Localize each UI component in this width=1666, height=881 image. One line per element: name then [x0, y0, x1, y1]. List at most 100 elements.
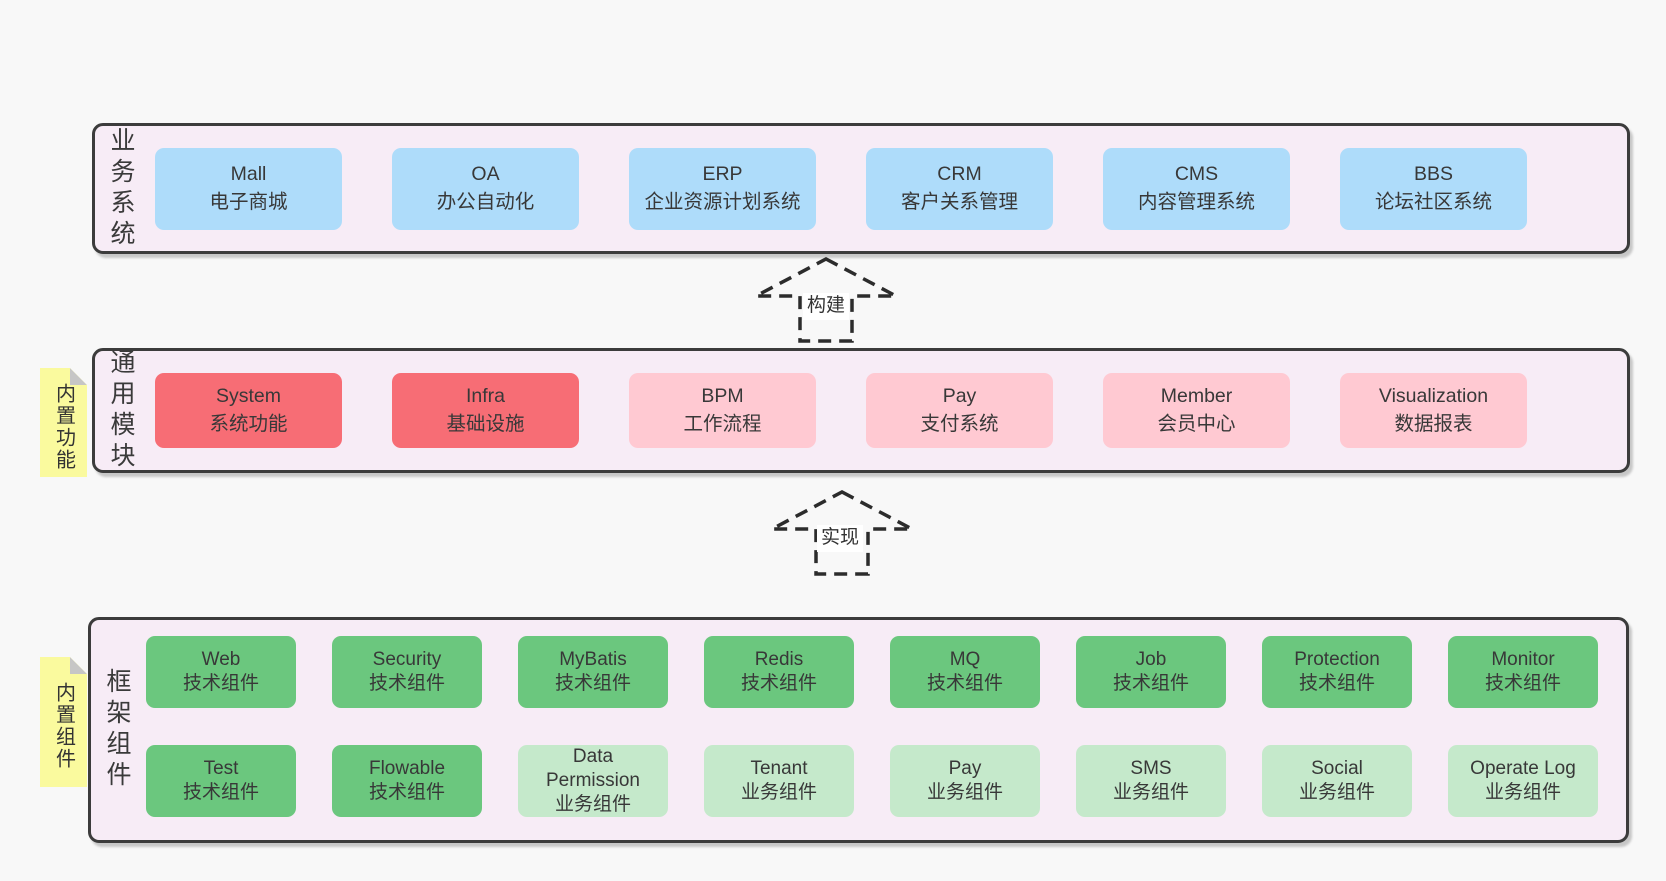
box-social: Social 业务组件 — [1262, 745, 1412, 817]
box-subtitle: 论坛社区系统 — [1374, 190, 1492, 213]
box-infra: Infra 基础设施 — [392, 373, 579, 448]
box-subtitle: 业务组件 — [926, 782, 1003, 803]
layer-business-label: 业务系统 — [107, 126, 135, 251]
box-title: Pay — [942, 384, 977, 407]
box-title: Job — [1135, 649, 1167, 671]
box-title: Protection — [1294, 649, 1380, 671]
box-mall: Mall 电子商城 — [155, 147, 342, 230]
components-row-2: Test 技术组件 Flowable 技术组件 Data Permission … — [146, 745, 1598, 817]
dashed-up-arrow-icon — [771, 490, 913, 576]
box-member: Member 会员中心 — [1103, 373, 1290, 448]
box-bbs: BBS 论坛社区系统 — [1340, 147, 1527, 230]
layer-business-systems: 业务系统 Mall 电子商城 OA 办公自动化 ERP 企业资源计划系统 CRM… — [92, 123, 1630, 254]
implement-arrow-icon — [766, 488, 918, 578]
box-subtitle: 内容管理系统 — [1137, 190, 1255, 213]
box-subtitle: 技术组件 — [182, 673, 259, 694]
builtin-functions-tag-label: 内置功能 — [52, 382, 75, 471]
box-data-permission: Data Permission 业务组件 — [518, 745, 668, 817]
box-title: BPM — [701, 384, 744, 407]
box-sms: SMS 业务组件 — [1076, 745, 1226, 817]
dashed-up-arrow-icon — [755, 257, 897, 343]
box-title: SMS — [1130, 758, 1172, 780]
box-subtitle: 技术组件 — [368, 782, 445, 803]
box-title: Web — [201, 649, 241, 671]
box-title: Member — [1160, 384, 1233, 407]
layer-modules-label: 通用模块 — [107, 348, 135, 473]
box-subtitle: 企业资源计划系统 — [644, 190, 801, 213]
box-subtitle: 技术组件 — [368, 673, 445, 694]
box-mq: MQ 技术组件 — [890, 636, 1040, 708]
box-subtitle: 电子商城 — [209, 190, 288, 213]
box-subtitle: 办公自动化 — [436, 190, 535, 213]
box-oa: OA 办公自动化 — [392, 147, 579, 230]
tag-fold-corner-icon — [70, 368, 87, 385]
tag-fold-corner-icon — [70, 657, 87, 674]
builtin-functions-tag: 内置功能 — [40, 368, 87, 477]
box-subtitle: 技术组件 — [1112, 673, 1189, 694]
modules-box-row: System 系统功能 Infra 基础设施 BPM 工作流程 Pay 支付系统… — [155, 351, 1527, 470]
box-test: Test 技术组件 — [146, 745, 296, 817]
box-system: System 系统功能 — [155, 373, 342, 448]
build-arrow-icon — [750, 255, 902, 345]
box-subtitle: 业务组件 — [554, 793, 631, 815]
box-security: Security 技术组件 — [332, 636, 482, 708]
box-tenant: Tenant 业务组件 — [704, 745, 854, 817]
box-title: CRM — [937, 162, 982, 185]
box-subtitle: 支付系统 — [920, 412, 999, 435]
box-subtitle: 会员中心 — [1157, 412, 1236, 435]
box-subtitle: 业务组件 — [1298, 782, 1375, 803]
box-pay: Pay 支付系统 — [866, 373, 1053, 448]
box-subtitle: 客户关系管理 — [900, 190, 1018, 213]
box-crm: CRM 客户关系管理 — [866, 147, 1053, 230]
box-title: Mall — [230, 162, 267, 185]
business-box-row: Mall 电子商城 OA 办公自动化 ERP 企业资源计划系统 CRM 客户关系… — [155, 126, 1527, 251]
box-title: Security — [372, 649, 442, 671]
box-mybatis: MyBatis 技术组件 — [518, 636, 668, 708]
box-title: ERP — [702, 162, 743, 185]
box-bpm: BPM 工作流程 — [629, 373, 816, 448]
box-subtitle: 技术组件 — [926, 673, 1003, 694]
box-title: Test — [203, 758, 239, 780]
builtin-components-tag: 内置组件 — [40, 657, 87, 787]
box-subtitle: 系统功能 — [209, 412, 288, 435]
box-web: Web 技术组件 — [146, 636, 296, 708]
box-subtitle: 技术组件 — [554, 673, 631, 694]
box-subtitle: 业务组件 — [1484, 782, 1561, 803]
box-subtitle: 工作流程 — [683, 412, 762, 435]
layer-common-modules: 通用模块 System 系统功能 Infra 基础设施 BPM 工作流程 Pay… — [92, 348, 1630, 473]
box-pay-biz: Pay 业务组件 — [890, 745, 1040, 817]
box-erp: ERP 企业资源计划系统 — [629, 147, 816, 230]
box-subtitle: 基础设施 — [446, 412, 525, 435]
box-subtitle: 技术组件 — [740, 673, 817, 694]
build-arrow-label: 构建 — [802, 293, 850, 320]
box-subtitle: 数据报表 — [1394, 412, 1473, 435]
components-row-1: Web 技术组件 Security 技术组件 MyBatis 技术组件 Redi… — [146, 636, 1598, 708]
box-title: Data Permission — [546, 746, 640, 792]
box-monitor: Monitor 技术组件 — [1448, 636, 1598, 708]
box-title: Social — [1311, 758, 1363, 780]
box-title: Monitor — [1491, 649, 1555, 671]
box-subtitle: 技术组件 — [1484, 673, 1561, 694]
builtin-components-tag-label: 内置组件 — [52, 682, 75, 770]
box-title: Infra — [465, 384, 506, 407]
box-subtitle: 技术组件 — [182, 782, 259, 803]
box-title: Tenant — [750, 758, 808, 780]
box-title: Pay — [948, 758, 982, 780]
layer-components-label: 框架组件 — [103, 668, 131, 792]
box-visualization: Visualization 数据报表 — [1340, 373, 1527, 448]
box-title: Visualization — [1378, 384, 1489, 407]
box-title: Flowable — [368, 758, 446, 780]
box-title: Redis — [754, 649, 804, 671]
box-job: Job 技术组件 — [1076, 636, 1226, 708]
box-operate-log: Operate Log 业务组件 — [1448, 745, 1598, 817]
box-subtitle: 技术组件 — [1298, 673, 1375, 694]
box-title: MyBatis — [559, 649, 627, 671]
box-title: OA — [471, 162, 500, 185]
box-title: Operate Log — [1470, 758, 1576, 780]
layer-framework-components: 框架组件 Web 技术组件 Security 技术组件 MyBatis 技术组件… — [88, 617, 1629, 843]
box-title: BBS — [1413, 162, 1454, 185]
box-flowable: Flowable 技术组件 — [332, 745, 482, 817]
box-protection: Protection 技术组件 — [1262, 636, 1412, 708]
box-cms: CMS 内容管理系统 — [1103, 147, 1290, 230]
